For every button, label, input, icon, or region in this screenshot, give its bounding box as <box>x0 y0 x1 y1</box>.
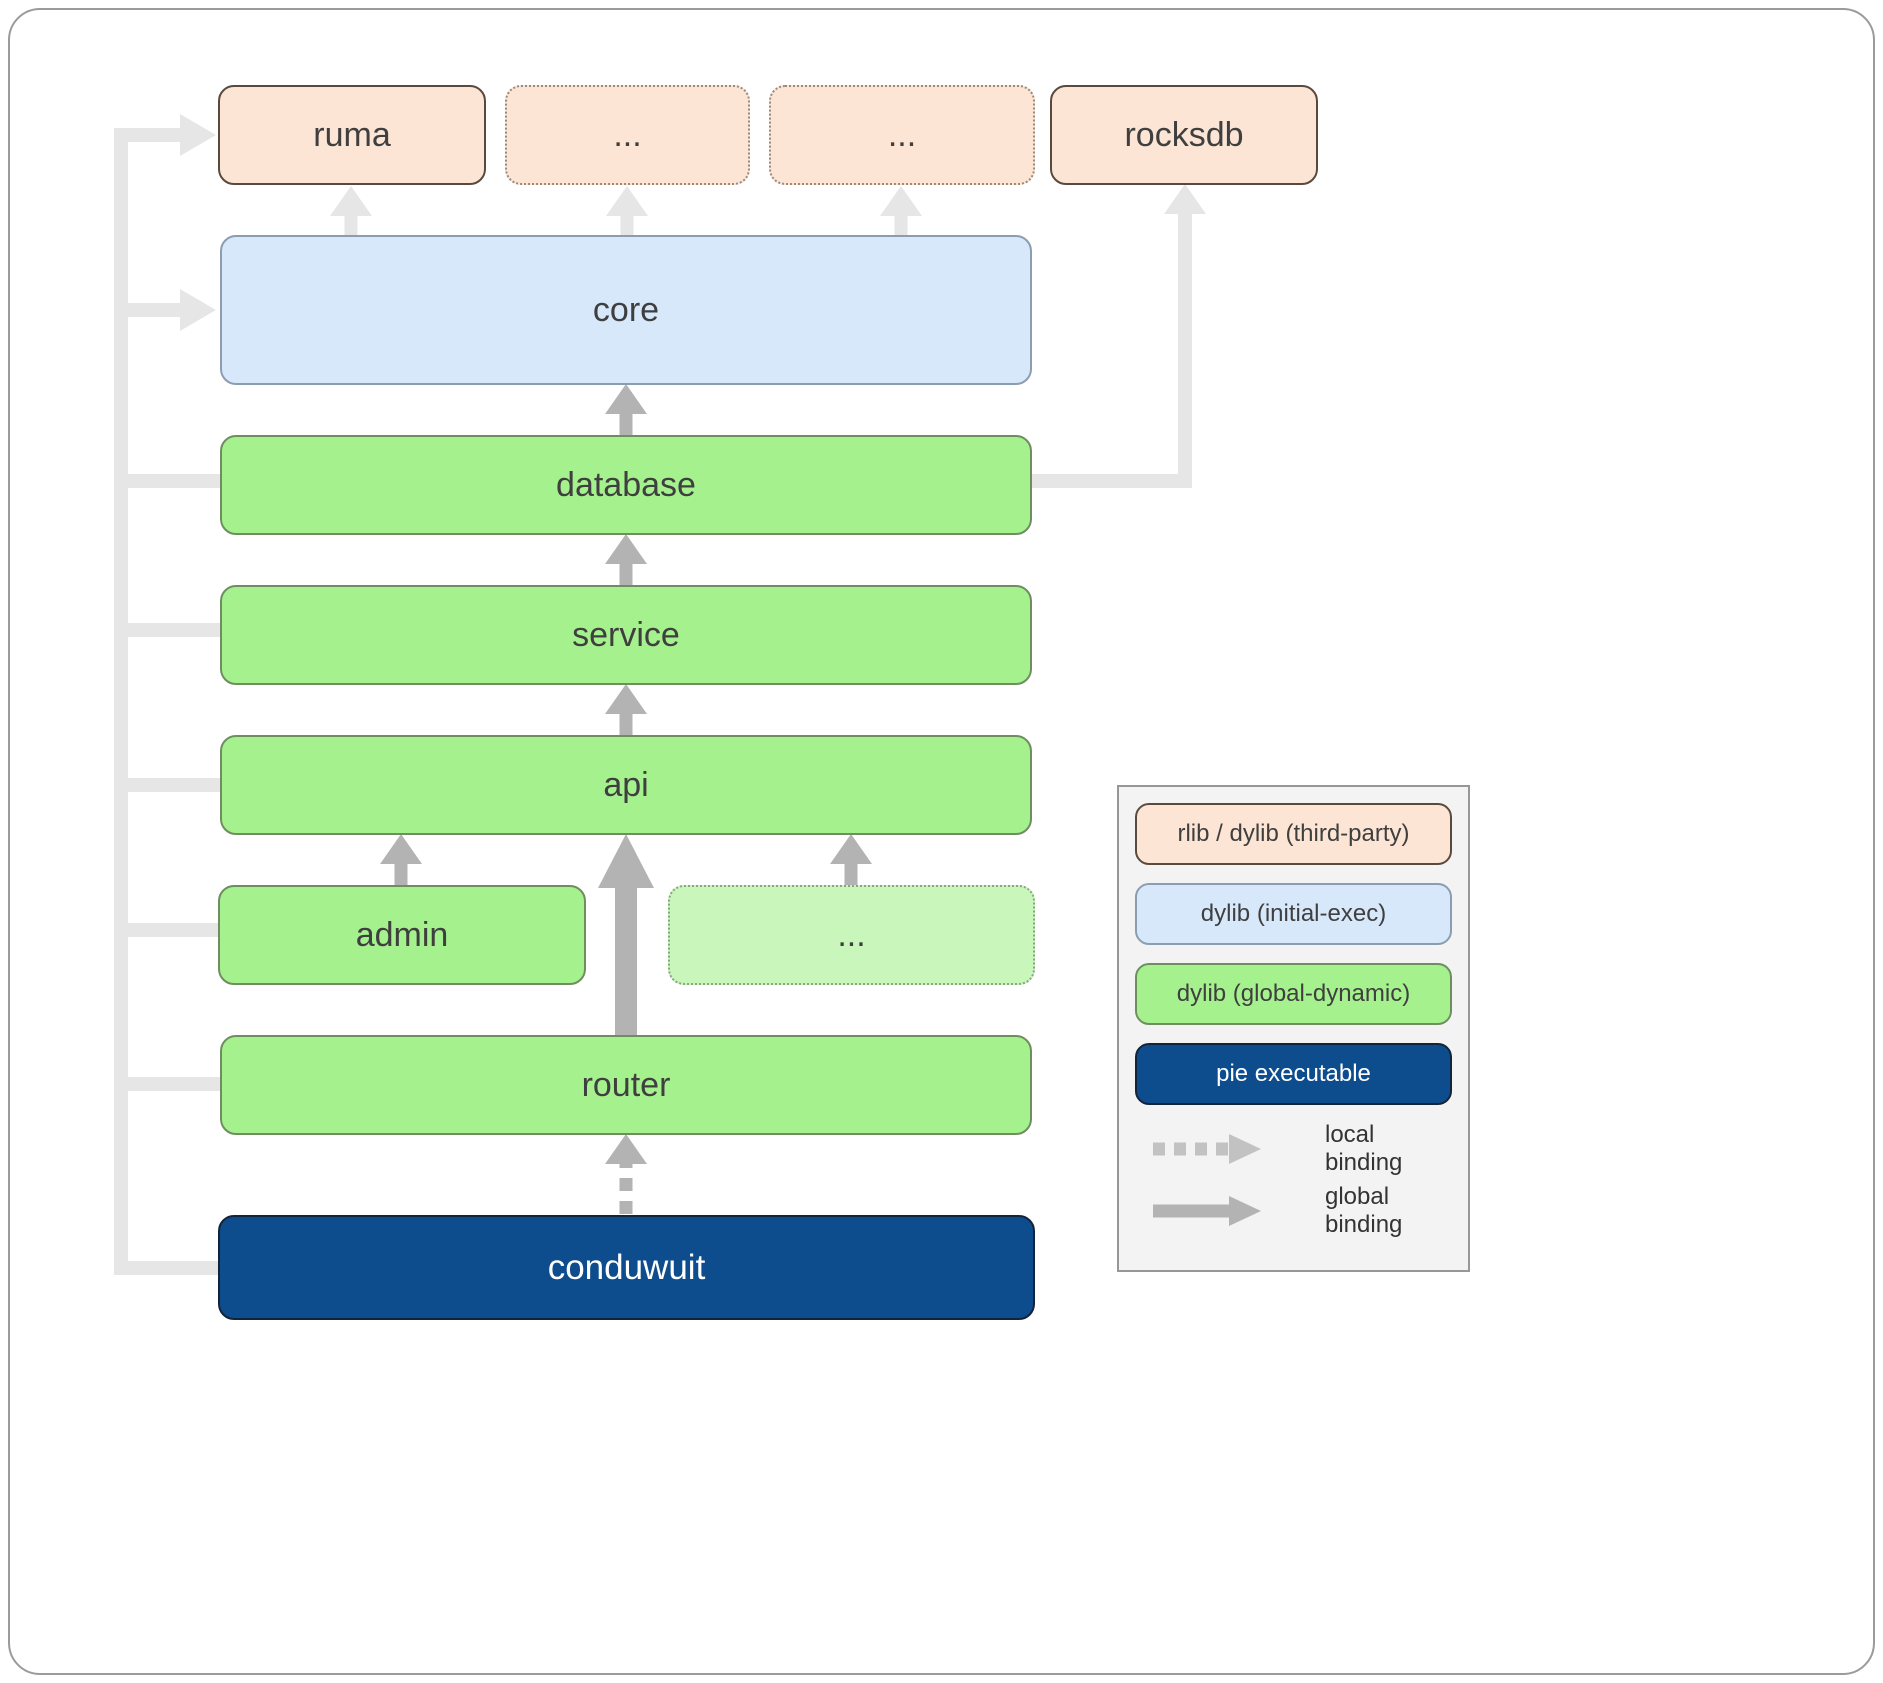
node-service-label: service <box>572 615 680 654</box>
node-admin: admin <box>218 885 586 985</box>
legend-third-party-label: rlib / dylib (third-party) <box>1177 820 1410 847</box>
node-dots-label: ... <box>887 115 917 154</box>
node-rocksdb: rocksdb <box>1050 85 1318 185</box>
global-binding-arrow-icon <box>1153 1196 1261 1226</box>
legend-global-binding-label: global binding <box>1325 1183 1403 1238</box>
node-api: api <box>220 735 1032 835</box>
node-core: core <box>220 235 1032 385</box>
legend-global-dynamic-label: dylib (global-dynamic) <box>1176 980 1411 1007</box>
legend-item-pie-executable: pie executable <box>1135 1043 1452 1105</box>
node-rocksdb-label: rocksdb <box>1124 115 1244 154</box>
node-database-label: database <box>556 465 696 504</box>
legend-initial-exec-label: dylib (initial-exec) <box>1200 900 1387 927</box>
node-router-label: router <box>581 1065 671 1104</box>
legend-item-global-binding: global binding <box>1135 1183 1452 1238</box>
legend-item-local-binding: local binding <box>1135 1121 1452 1176</box>
node-core-label: core <box>592 290 660 329</box>
node-conduwuit: conduwuit <box>218 1215 1035 1320</box>
node-ruma-label: ruma <box>313 115 391 154</box>
node-third-party-more-2: ... <box>769 85 1035 185</box>
node-conduwuit-label: conduwuit <box>547 1247 706 1287</box>
local-binding-arrow-icon <box>1153 1134 1261 1164</box>
legend: rlib / dylib (third-party) dylib (initia… <box>1117 785 1470 1272</box>
node-service: service <box>220 585 1032 685</box>
node-admin-label: admin <box>355 915 449 954</box>
legend-pie-label: pie executable <box>1216 1060 1371 1087</box>
node-api-label: api <box>603 765 649 804</box>
legend-item-third-party: rlib / dylib (third-party) <box>1135 803 1452 865</box>
legend-item-global-dynamic: dylib (global-dynamic) <box>1135 963 1452 1025</box>
node-third-party-more-1: ... <box>505 85 750 185</box>
node-database: database <box>220 435 1032 535</box>
node-ruma: ruma <box>218 85 486 185</box>
node-router: router <box>220 1035 1032 1135</box>
node-dylib-more: ... <box>668 885 1035 985</box>
legend-local-binding-label: local binding <box>1325 1121 1403 1176</box>
node-dots-label: ... <box>837 915 866 954</box>
legend-item-initial-exec: dylib (initial-exec) <box>1135 883 1452 945</box>
node-dots-label: ... <box>613 115 642 154</box>
